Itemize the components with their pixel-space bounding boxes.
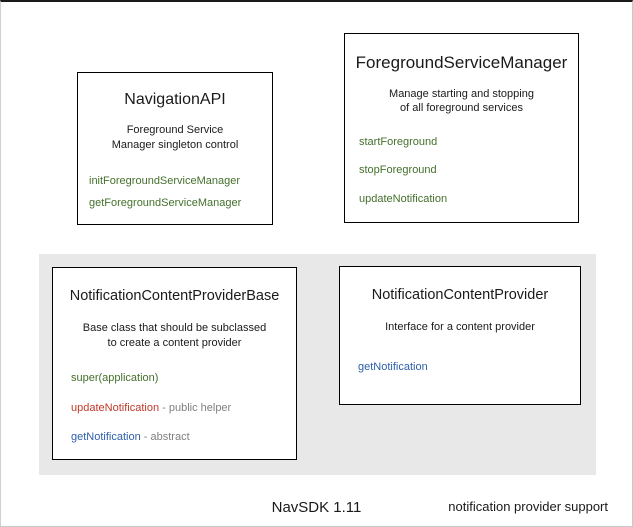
member-update-notification[interactable]: updateNotification — [359, 193, 578, 206]
member-name: initForegroundServiceManager — [89, 175, 241, 188]
member-name: stopForeground — [359, 164, 437, 177]
member-list-notification-content-provider: getNotification — [340, 361, 580, 384]
class-box-notification-content-provider[interactable]: NotificationContentProvider Interface fo… — [339, 266, 581, 405]
footer-caption: NavSDK 1.11 — [271, 499, 362, 516]
member-name: updateNotification — [359, 192, 448, 205]
class-title-foreground-service-manager: ForegroundServiceManager — [355, 53, 568, 72]
member-name: getForegroundServiceManager — [89, 197, 242, 210]
member-start-foreground[interactable]: startForeground — [359, 136, 578, 149]
class-box-foreground-service-manager[interactable]: ForegroundServiceManager Manage starting… — [344, 33, 579, 223]
member-init-foreground-service-manager[interactable]: initForegroundServiceManager — [89, 175, 272, 188]
member-note: - public helper — [159, 401, 232, 414]
member-name: super(application) — [71, 372, 159, 385]
class-box-notification-content-provider-base[interactable]: NotificationContentProviderBase Base cla… — [52, 267, 297, 460]
member-super-application[interactable]: super(application) — [71, 372, 296, 385]
member-list-foreground-service-manager: startForeground stopForeground updateNot… — [345, 136, 578, 221]
class-title-navigation-api: NavigationAPI — [124, 91, 226, 108]
member-get-foreground-service-manager[interactable]: getForegroundServiceManager — [89, 197, 272, 210]
member-name: getNotification — [71, 430, 141, 443]
member-name: updateNotification — [71, 401, 160, 414]
member-name: getNotification — [358, 360, 428, 373]
member-get-notification-abstract[interactable]: getNotification - abstract — [71, 431, 296, 444]
member-list-notification-content-provider-base: super(application) updateNotification - … — [53, 372, 296, 460]
class-description-notification-content-provider: Interface for a content provider — [385, 320, 535, 333]
member-name: startForeground — [359, 136, 438, 149]
member-update-notification-public-helper[interactable]: updateNotification - public helper — [71, 402, 296, 415]
class-title-notification-content-provider: NotificationContentProvider — [371, 287, 549, 303]
class-title-notification-content-provider-base: NotificationContentProviderBase — [69, 288, 280, 304]
member-get-notification[interactable]: getNotification — [358, 361, 580, 374]
member-list-navigation-api: initForegroundServiceManager getForegrou… — [78, 175, 272, 219]
member-stop-foreground[interactable]: stopForeground — [359, 164, 578, 177]
member-note: - abstract — [140, 430, 190, 443]
group-panel-label-notification-provider-support: notification provider support — [448, 499, 608, 514]
